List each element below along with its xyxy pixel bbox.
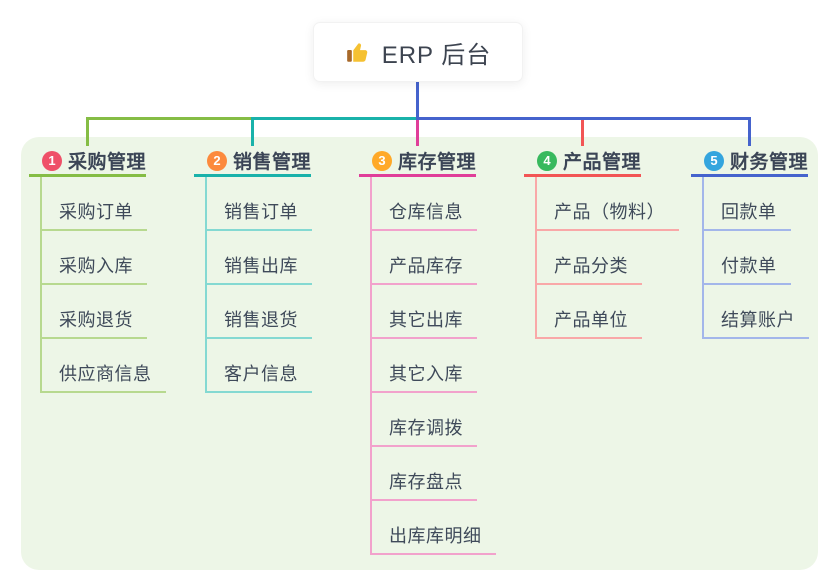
branch-number-badge: 4 (537, 150, 557, 171)
branch-children: 销售订单销售出库销售退货客户信息 (194, 177, 324, 393)
branch-children: 产品（物料） 产品分类产品单位 (524, 177, 679, 339)
child-node[interactable]: 销售订单 (205, 177, 312, 231)
child-node[interactable]: 库存调拨 (370, 393, 477, 447)
branch-children: 回款单付款单结算账户 (691, 177, 821, 339)
branch-number-badge: 1 (42, 150, 62, 171)
child-node-label: 出库库明细 (389, 526, 482, 546)
branch-header[interactable]: 3 库存管理 (359, 147, 476, 177)
child-node[interactable]: 付款单 (702, 231, 791, 285)
child-node-label: 采购退货 (59, 310, 133, 330)
child-node[interactable]: 供应商信息 (40, 339, 166, 393)
connector-line (581, 120, 584, 146)
child-node[interactable]: 结算账户 (702, 285, 809, 339)
child-node-label: 其它出库 (389, 310, 463, 330)
child-node[interactable]: 客户信息 (205, 339, 312, 393)
branch-product: 4 产品管理 产品（物料） 产品分类产品单位 (524, 147, 679, 339)
branch-sales: 2 销售管理 销售订单销售出库销售退货客户信息 (194, 147, 324, 393)
connector-line (86, 117, 254, 120)
branch-label: 销售管理 (233, 152, 312, 173)
child-node[interactable]: 产品库存 (370, 231, 477, 285)
branch-inventory: 3 库存管理 仓库信息产品库存其它出库其它入库库存调拨库存盘点出库库明细 (359, 147, 496, 555)
branch-connector-line (370, 177, 372, 555)
branch-number-badge: 2 (207, 150, 227, 171)
branch-connector-line (40, 177, 42, 393)
branch-children: 仓库信息产品库存其它出库其它入库库存调拨库存盘点出库库明细 (359, 177, 496, 555)
child-node[interactable]: 采购入库 (40, 231, 147, 285)
branch-finance: 5 财务管理 回款单付款单结算账户 (691, 147, 821, 339)
child-node[interactable]: 其它入库 (370, 339, 477, 393)
connector-line (251, 117, 419, 120)
child-node-label: 其它入库 (389, 364, 463, 384)
connector-line (251, 120, 254, 146)
branch-connector-line (205, 177, 207, 393)
connector-line (86, 120, 89, 146)
connector-line (416, 120, 419, 146)
child-node-label: 付款单 (721, 256, 777, 276)
child-node-label: 库存调拨 (389, 418, 463, 438)
child-node[interactable]: 回款单 (702, 177, 791, 231)
branch-purchase: 1 采购管理 采购订单采购入库采购退货供应商信息 (29, 147, 166, 393)
branch-header[interactable]: 5 财务管理 (691, 147, 808, 177)
branches-panel (21, 137, 818, 570)
branch-number-badge: 3 (372, 150, 392, 171)
branch-connector-line (702, 177, 704, 339)
root-node[interactable]: ERP 后台 (313, 22, 523, 82)
child-node-label: 产品库存 (389, 256, 463, 276)
branch-label: 产品管理 (563, 152, 642, 173)
child-node-label: 销售出库 (224, 256, 298, 276)
child-node[interactable]: 出库库明细 (370, 501, 496, 555)
child-node[interactable]: 销售出库 (205, 231, 312, 285)
branch-label: 财务管理 (730, 152, 809, 173)
child-node-label: 仓库信息 (389, 202, 463, 222)
branch-label: 采购管理 (68, 152, 147, 173)
branch-children: 采购订单采购入库采购退货供应商信息 (29, 177, 166, 393)
child-node-label: 回款单 (721, 202, 777, 222)
branch-header[interactable]: 2 销售管理 (194, 147, 311, 177)
child-node-label: 供应商信息 (59, 364, 152, 384)
branch-label: 库存管理 (398, 152, 477, 173)
child-node-label: 采购订单 (59, 202, 133, 222)
child-node[interactable]: 仓库信息 (370, 177, 477, 231)
branch-header[interactable]: 1 采购管理 (29, 147, 146, 177)
child-node[interactable]: 库存盘点 (370, 447, 477, 501)
child-node-label: 产品单位 (554, 310, 628, 330)
child-node-label: 库存盘点 (389, 472, 463, 492)
connector-line (417, 117, 751, 120)
child-node-label: 产品分类 (554, 256, 628, 276)
branch-connector-line (535, 177, 537, 339)
child-node[interactable]: 采购退货 (40, 285, 147, 339)
child-node[interactable]: 销售退货 (205, 285, 312, 339)
root-node-label: ERP 后台 (381, 41, 492, 69)
connector-line (748, 120, 751, 146)
child-node-label: 销售退货 (224, 310, 298, 330)
child-node-label: 客户信息 (224, 364, 298, 384)
child-node-label: 产品（物料） (554, 202, 665, 222)
child-node[interactable]: 采购订单 (40, 177, 147, 231)
thumbs-up-icon (345, 39, 371, 65)
child-node-label: 结算账户 (721, 310, 795, 330)
child-node[interactable]: 其它出库 (370, 285, 477, 339)
branch-number-badge: 5 (704, 150, 724, 171)
root-connector-line (416, 82, 419, 120)
child-node[interactable]: 产品分类 (535, 231, 642, 285)
child-node[interactable]: 产品（物料） (535, 177, 679, 231)
child-node-label: 销售订单 (224, 202, 298, 222)
child-node-label: 采购入库 (59, 256, 133, 276)
child-node[interactable]: 产品单位 (535, 285, 642, 339)
branch-header[interactable]: 4 产品管理 (524, 147, 641, 177)
